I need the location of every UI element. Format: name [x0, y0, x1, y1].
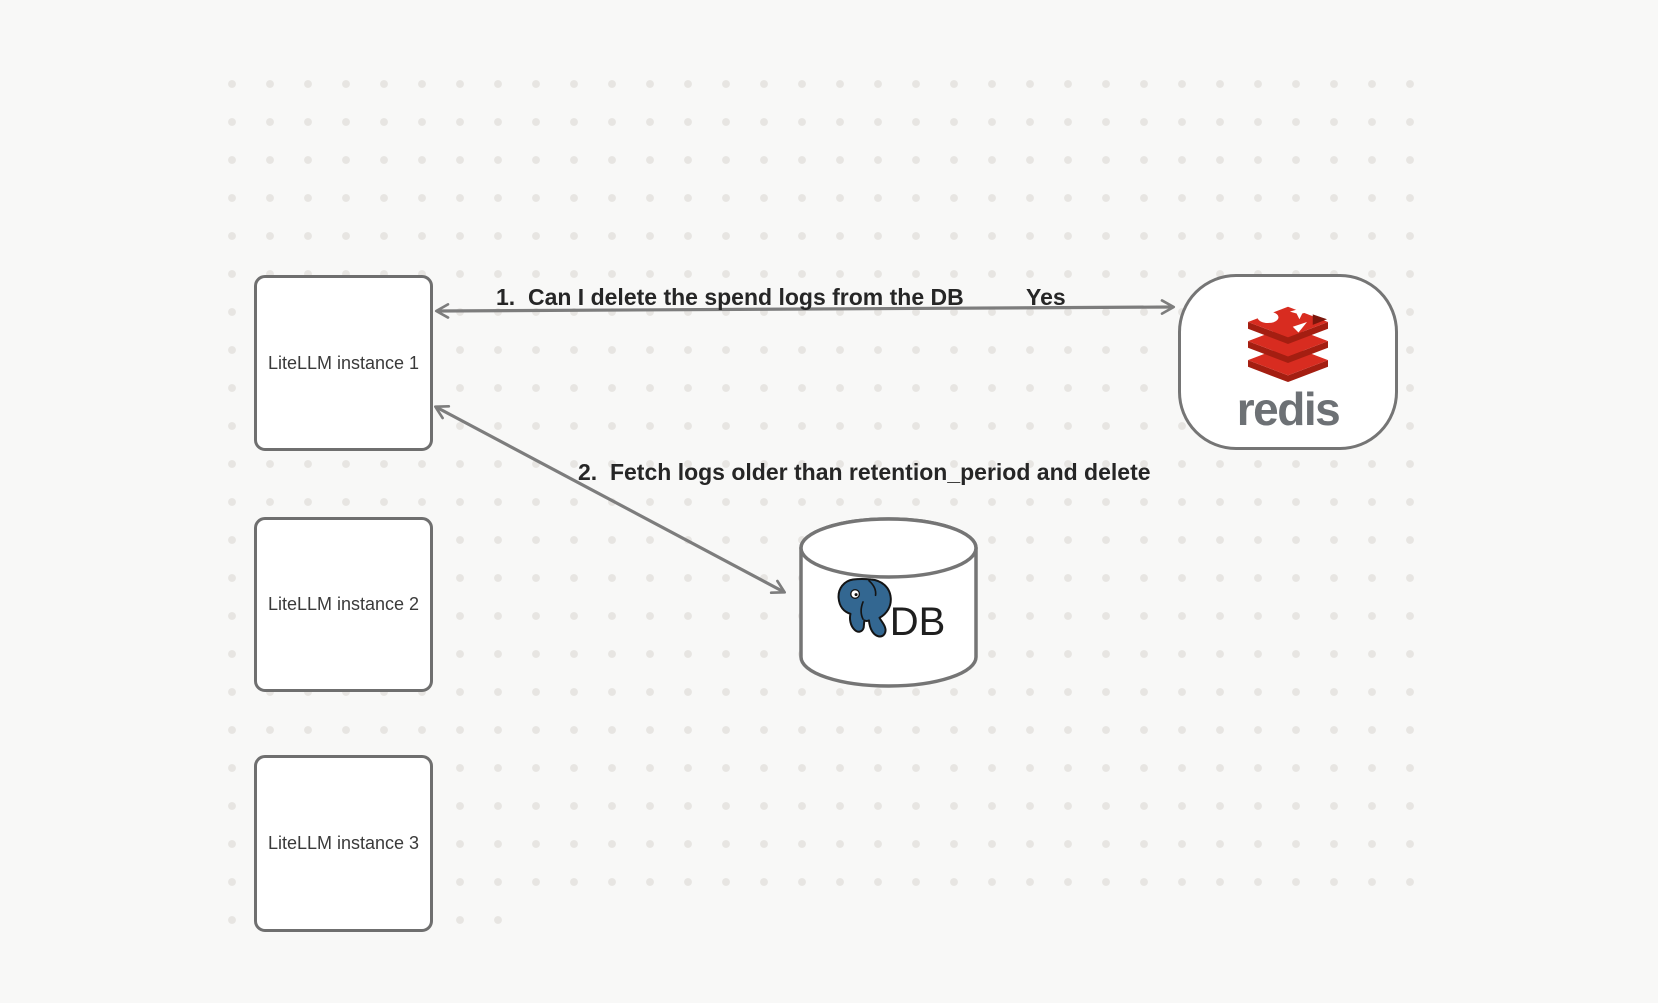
node-label: LiteLLM instance 1 — [267, 352, 420, 373]
edge-label-fetch-delete: 2. Fetch logs older than retention_perio… — [578, 459, 1151, 485]
redis-logo-icon — [1248, 303, 1328, 382]
node-label: LiteLLM instance 2 — [267, 594, 420, 614]
db-label: DB — [889, 599, 946, 644]
node-db[interactable]: DB — [797, 515, 980, 690]
node-label: LiteLLM instance 3 — [267, 833, 420, 853]
db-cylinder-shape — [799, 517, 978, 688]
node-redis[interactable]: redis — [1178, 274, 1398, 450]
node-litellm-instance-1[interactable]: LiteLLM instance 1 — [254, 275, 433, 451]
arrow-instance1-redis[interactable] — [434, 299, 1176, 319]
node-litellm-instance-3[interactable]: LiteLLM instance 3 — [254, 755, 433, 932]
redis-wordmark: redis — [1236, 382, 1341, 435]
arrow-instance1-db[interactable] — [434, 405, 786, 594]
edge-label-delete-question: 1. Can I delete the spend logs from the … — [496, 284, 964, 310]
node-litellm-instance-2[interactable]: LiteLLM instance 2 — [254, 517, 433, 692]
edge-label-yes-answer: Yes — [1026, 284, 1066, 310]
postgresql-elephant-icon — [837, 577, 892, 637]
